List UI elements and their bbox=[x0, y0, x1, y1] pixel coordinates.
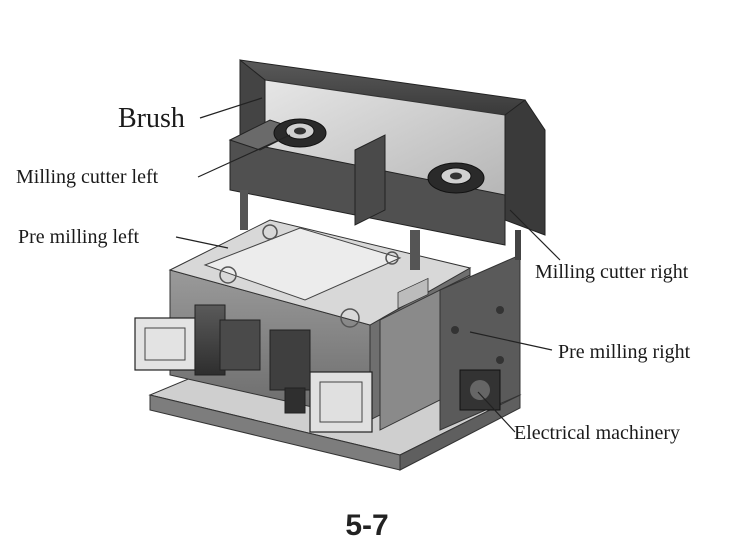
motor-right bbox=[269, 329, 373, 433]
leader-lines bbox=[175, 97, 561, 433]
motor-left bbox=[134, 304, 261, 376]
upper-housing bbox=[228, 58, 546, 246]
leader-pre-milling-right bbox=[469, 331, 553, 351]
label-milling-cutter-left: Milling cutter left bbox=[16, 166, 159, 188]
figure-number: 5-7 bbox=[345, 509, 388, 542]
leader-milling-cutter-left bbox=[197, 134, 291, 178]
leader-electrical-machinery bbox=[477, 391, 516, 433]
leader-pre-milling-left bbox=[175, 236, 229, 249]
label-milling-cutter-right: Milling cutter right bbox=[535, 261, 689, 283]
support-rods bbox=[240, 190, 521, 270]
label-electrical-machinery: Electrical machinery bbox=[514, 422, 680, 444]
leader-brush bbox=[199, 97, 263, 119]
label-pre-milling-left: Pre milling left bbox=[18, 226, 140, 248]
labels: Brush Milling cutter left Pre milling le… bbox=[16, 103, 691, 444]
label-pre-milling-right: Pre milling right bbox=[558, 341, 691, 363]
electrical-machinery bbox=[459, 369, 501, 411]
leader-milling-cutter-right bbox=[509, 209, 561, 261]
machine-illustration bbox=[134, 58, 546, 471]
label-brush: Brush bbox=[118, 103, 185, 134]
